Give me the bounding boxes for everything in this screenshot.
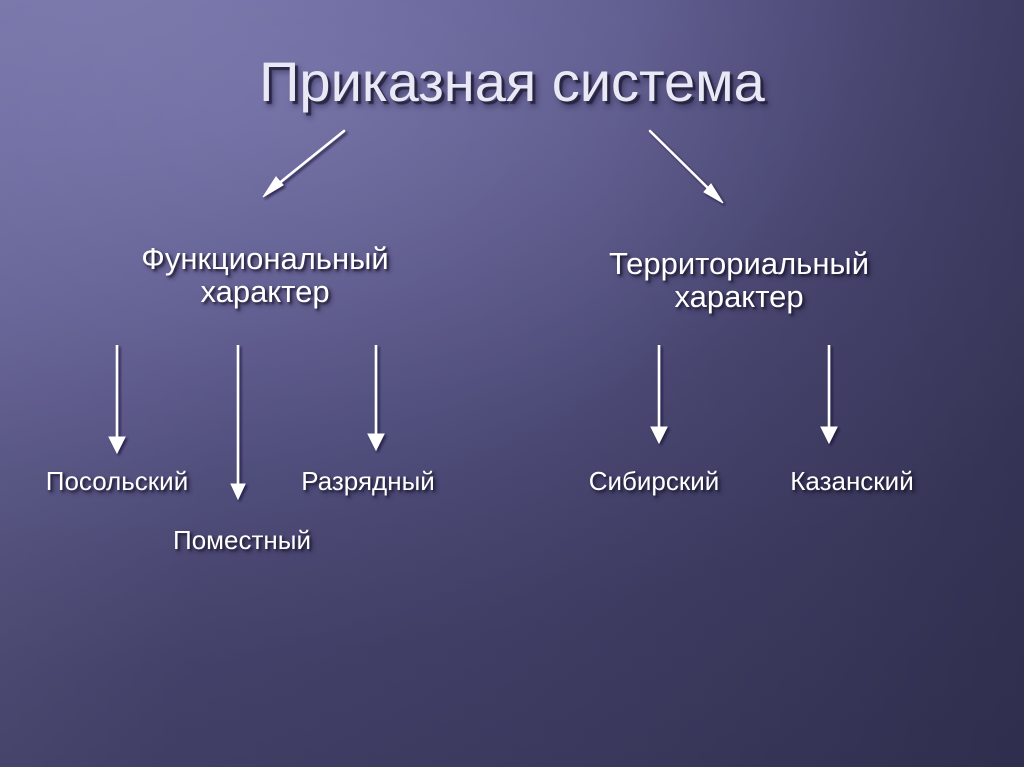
leaf-label-posolsky: Посольский — [45, 466, 189, 496]
leaf-label-kazansky: Казанский — [790, 466, 914, 496]
leaf-label-pomestny: Поместный — [173, 525, 311, 555]
leaf-label-razryadny: Разрядный — [301, 466, 435, 496]
branch-label-functional: Функциональный характер — [141, 241, 389, 309]
leaf-label-sibirsky: Сибирский — [588, 466, 720, 496]
slide-title: Приказная система — [259, 50, 765, 113]
branch-label-territorial: Территориальный характер — [608, 246, 870, 314]
